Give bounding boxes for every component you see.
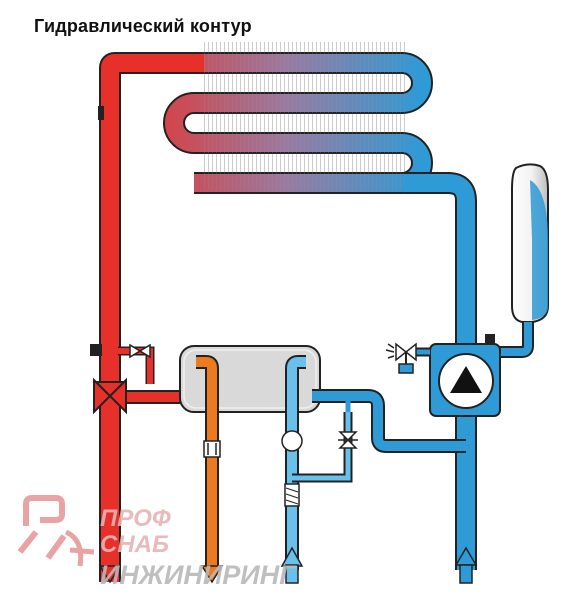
cold-water-inlet [280,355,353,584]
temperature-sensor-icon [98,106,104,120]
dhw-outlet-arrow-icon [200,565,224,584]
watermark-logo [17,495,95,567]
watermark-line-1: ПРОФ [100,505,171,532]
watermark-line-3: ИНЖИНИРИНГ [100,560,297,590]
main-heat-exchanger [120,42,433,194]
circulation-pump [385,334,501,417]
diagram-title: Гидравлический контур [34,16,252,36]
heat-exchanger-coil [120,54,431,192]
pump-direction-icon [450,366,482,393]
secondary-return-pipe [312,389,466,453]
water-flow-meter-icon [281,430,303,452]
dhw-flow-sensor-icon [203,440,221,458]
three-way-valve [93,343,186,415]
expansion-vessel [496,163,549,358]
watermark: ПРОФ СНАБ ИНЖИНИРИНГ [17,495,297,590]
safety-valve-icon [395,342,408,362]
flow-sensor-icon [90,344,102,356]
flow-pipe-hot [90,52,204,584]
watermark-line-2: СНАБ [100,531,169,558]
fill-valve-icon [338,431,358,442]
return-pipe-cold [404,172,478,584]
dhw-hot-outlet [196,355,224,584]
bypass-valve-icon [129,343,142,359]
water-filter-icon [284,483,300,507]
hot-outlet-arrow-icon [98,565,122,584]
